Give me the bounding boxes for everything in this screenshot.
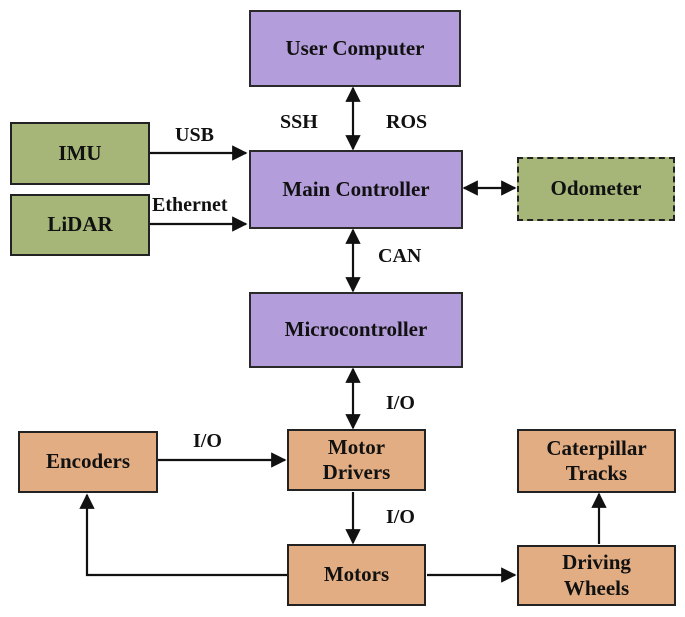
node-motor-drivers: Motor Drivers xyxy=(287,429,426,491)
node-odometer: Odometer xyxy=(517,157,675,221)
label-can: CAN xyxy=(378,245,422,267)
label-usb: USB xyxy=(175,124,214,146)
label-ethernet: Ethernet xyxy=(152,194,228,216)
node-encoders: Encoders xyxy=(18,431,158,493)
node-imu: IMU xyxy=(10,122,150,185)
label-io-encoders-drivers: I/O xyxy=(193,430,222,452)
edge-motors-encoders xyxy=(79,493,287,577)
label-io-micro-drivers: I/O xyxy=(386,392,415,414)
node-user-computer: User Computer xyxy=(249,10,461,87)
node-main-controller: Main Controller xyxy=(249,150,463,229)
label-ros: ROS xyxy=(386,111,428,133)
node-motors: Motors xyxy=(287,544,426,606)
node-driving-wheels: Driving Wheels xyxy=(517,545,676,606)
label-ssh: SSH xyxy=(280,111,318,133)
node-caterpillar-tracks: Caterpillar Tracks xyxy=(517,429,676,493)
label-io-drivers-motors: I/O xyxy=(386,506,415,528)
node-lidar: LiDAR xyxy=(10,194,150,256)
node-microcontroller: Microcontroller xyxy=(249,292,463,368)
